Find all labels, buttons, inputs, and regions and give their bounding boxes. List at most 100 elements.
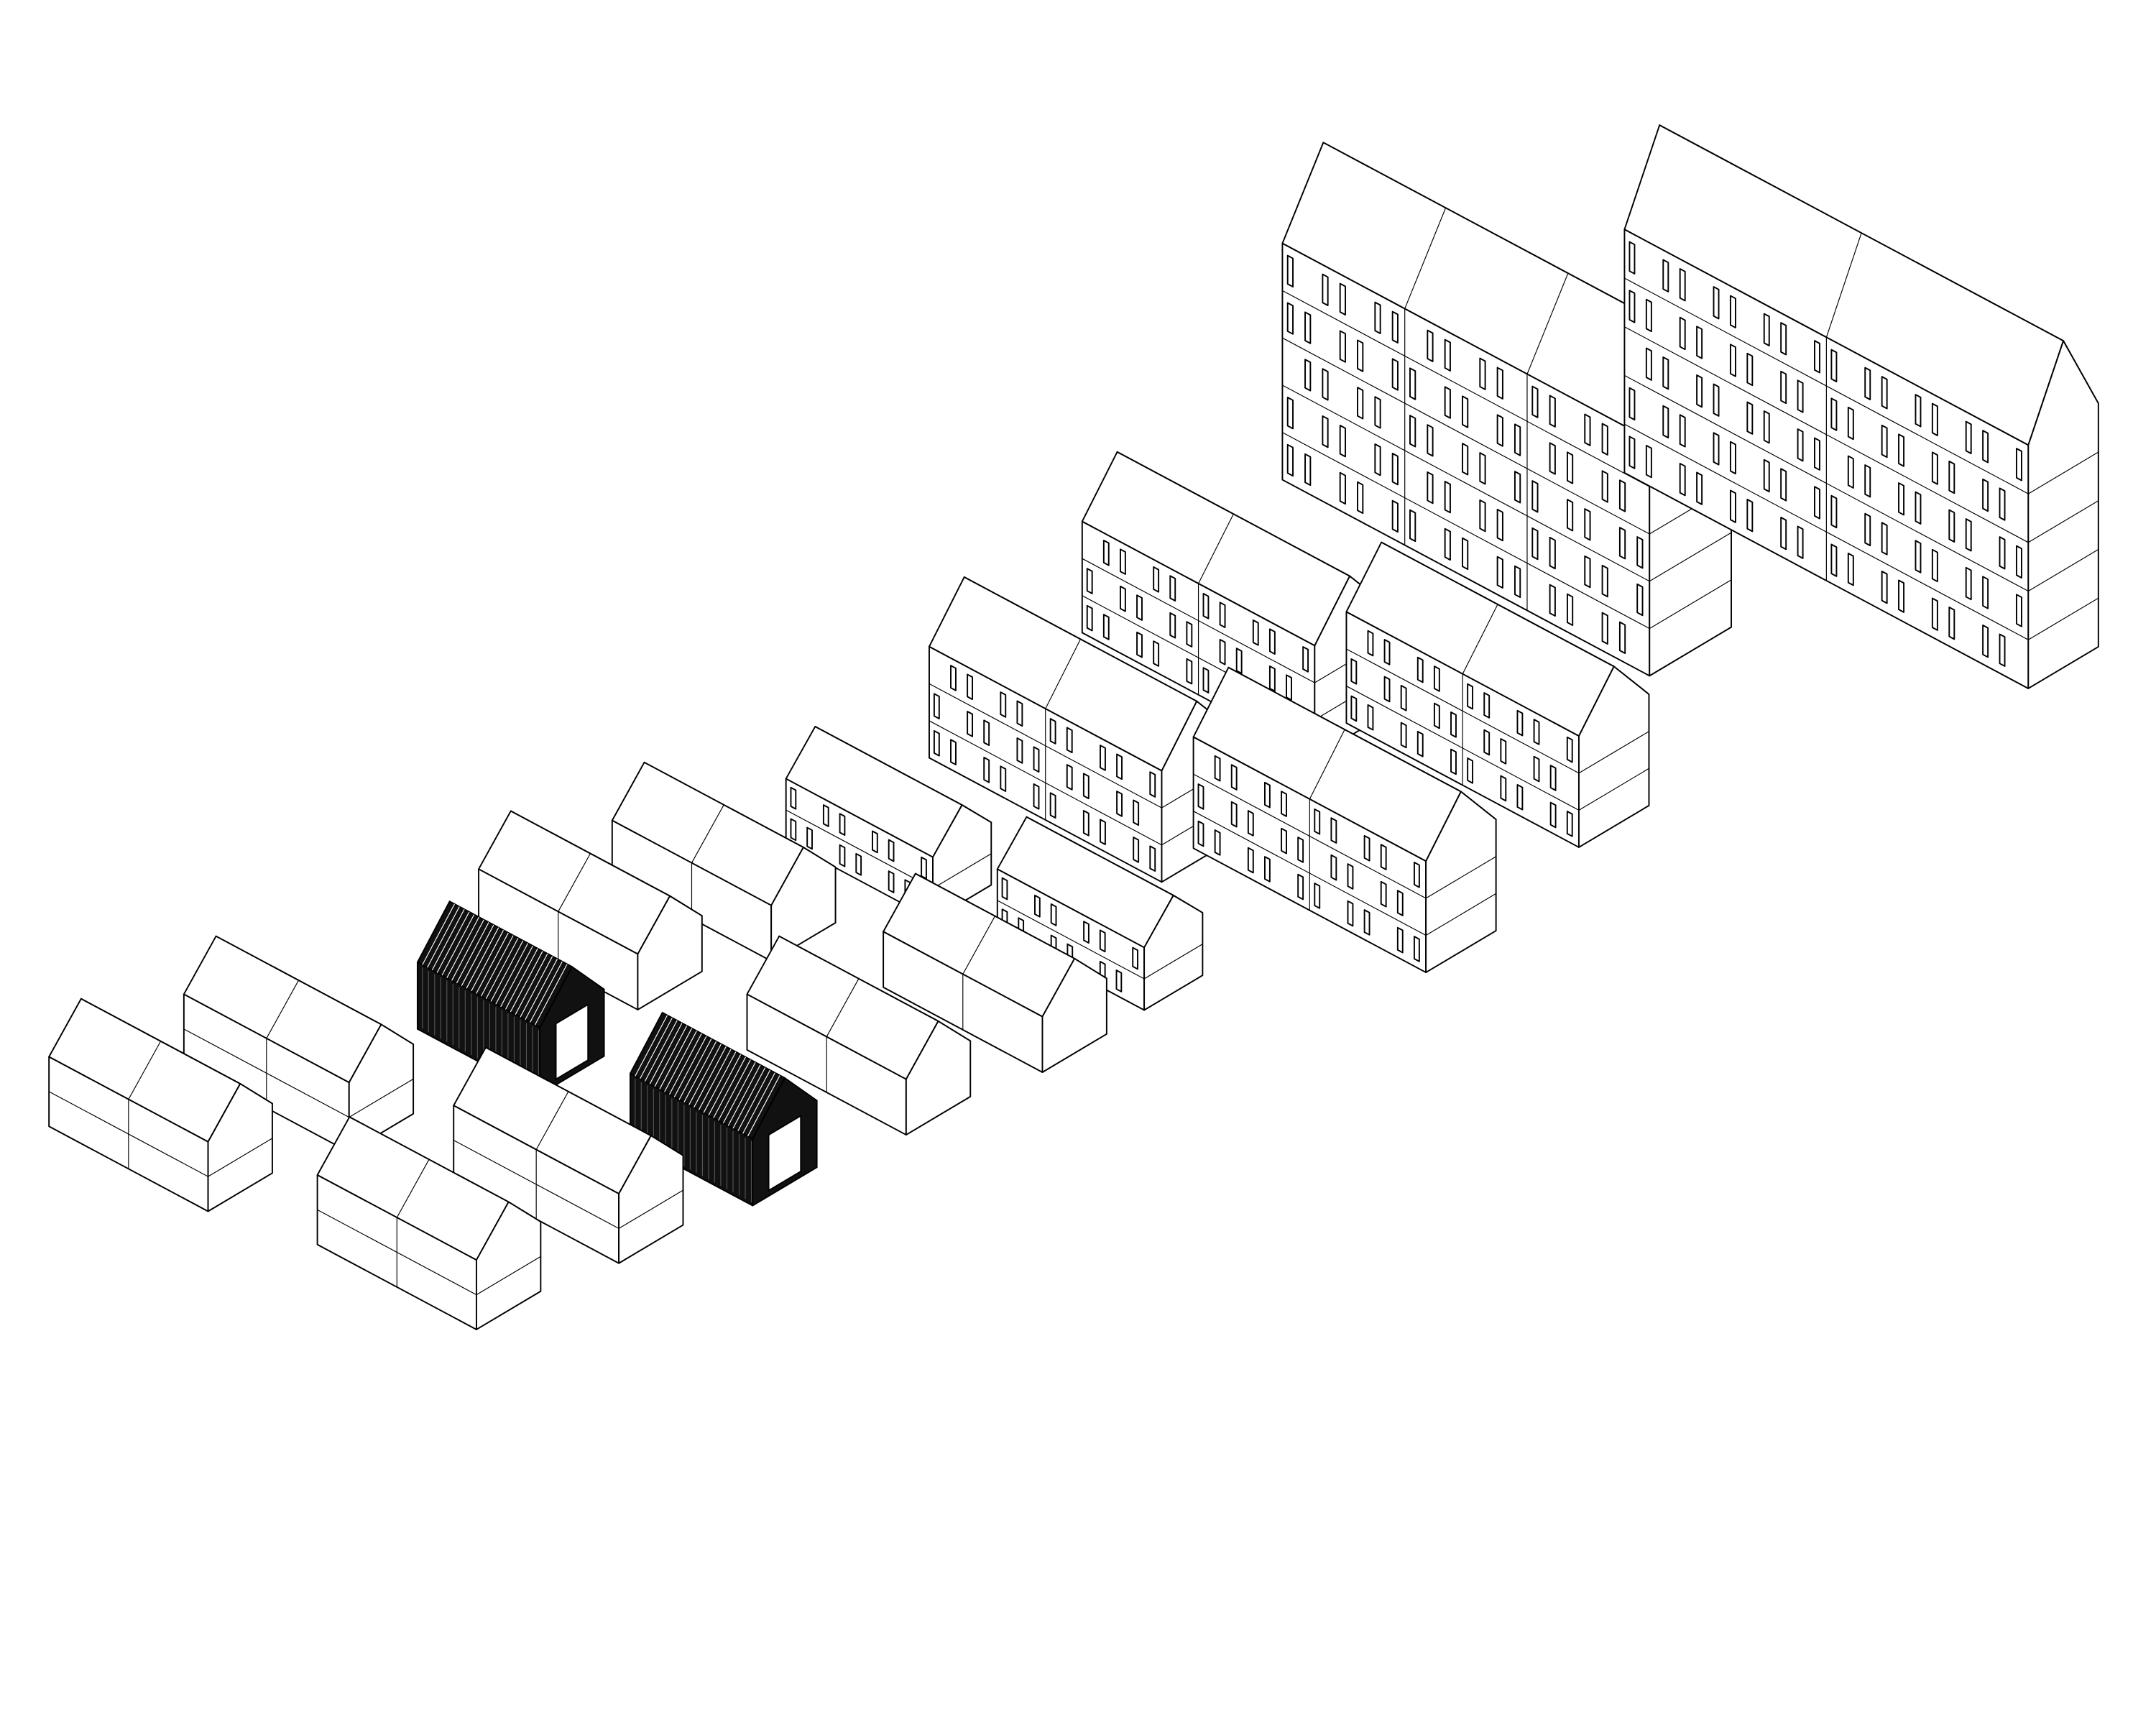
roof-batten bbox=[654, 1026, 688, 1087]
window bbox=[1662, 259, 1669, 292]
window bbox=[1566, 451, 1574, 484]
window bbox=[1330, 817, 1337, 844]
floor-line bbox=[2028, 500, 2099, 543]
window bbox=[1549, 801, 1557, 829]
window bbox=[1496, 367, 1503, 400]
window bbox=[839, 813, 846, 836]
window bbox=[1322, 415, 1329, 448]
floor-line bbox=[929, 720, 1162, 846]
window bbox=[1100, 745, 1106, 771]
window bbox=[1662, 356, 1669, 390]
roof-batten bbox=[525, 959, 558, 1021]
window bbox=[1119, 548, 1126, 575]
window bbox=[1297, 873, 1304, 900]
window bbox=[1915, 491, 1922, 525]
window bbox=[1679, 462, 1686, 497]
window bbox=[1915, 394, 1922, 428]
window bbox=[1713, 383, 1720, 417]
window bbox=[1500, 738, 1507, 765]
roof-batten bbox=[698, 1049, 732, 1110]
gable-end-wall bbox=[348, 1023, 415, 1153]
window bbox=[1965, 518, 1972, 552]
window bbox=[1286, 674, 1292, 701]
roof-batten bbox=[534, 964, 568, 1026]
roof-batten bbox=[708, 1054, 742, 1116]
window bbox=[1409, 509, 1416, 543]
window bbox=[1645, 444, 1652, 479]
window bbox=[1357, 339, 1364, 372]
window bbox=[1413, 862, 1420, 888]
window bbox=[1363, 909, 1370, 936]
window bbox=[1763, 459, 1770, 493]
window bbox=[1780, 370, 1787, 405]
window bbox=[1763, 410, 1770, 444]
floor-line bbox=[1143, 944, 1203, 980]
window bbox=[1584, 555, 1591, 589]
pavilion-house-2 bbox=[996, 816, 1204, 1011]
window bbox=[1479, 452, 1486, 485]
window bbox=[1780, 517, 1787, 551]
window bbox=[1427, 424, 1434, 457]
window bbox=[1286, 254, 1294, 288]
window bbox=[1086, 568, 1093, 594]
window bbox=[1082, 773, 1089, 800]
window bbox=[967, 711, 974, 737]
window bbox=[1531, 480, 1539, 513]
window bbox=[1514, 471, 1521, 504]
gable-house-j bbox=[883, 872, 1107, 1073]
two-storey-house-b bbox=[183, 935, 415, 1153]
window bbox=[1357, 387, 1364, 420]
gable-end-wall bbox=[637, 895, 703, 1010]
window bbox=[1549, 442, 1556, 475]
floor-line bbox=[1649, 579, 1732, 630]
floor-line bbox=[1193, 773, 1427, 899]
roof-batten bbox=[530, 961, 563, 1023]
floor-line bbox=[2028, 597, 2099, 640]
window bbox=[1729, 441, 1736, 475]
window bbox=[790, 818, 797, 842]
black-clad-house-2 bbox=[629, 1012, 818, 1207]
window bbox=[1281, 791, 1287, 817]
roof-batten bbox=[673, 1036, 707, 1097]
window bbox=[1982, 576, 1989, 609]
roof-divider bbox=[266, 980, 299, 1039]
roof-batten bbox=[693, 1046, 727, 1108]
floor-line bbox=[1282, 290, 1650, 487]
window bbox=[806, 826, 813, 850]
window bbox=[1948, 460, 1955, 494]
window bbox=[1628, 290, 1636, 323]
window bbox=[1304, 311, 1312, 344]
window bbox=[1000, 765, 1007, 792]
window bbox=[1357, 481, 1364, 515]
window bbox=[1100, 819, 1106, 845]
roof-batten bbox=[742, 1072, 775, 1134]
roof-batten bbox=[722, 1061, 756, 1124]
roof-batten bbox=[668, 1033, 702, 1095]
window bbox=[1467, 757, 1474, 784]
two-storey-house-d bbox=[453, 1046, 684, 1264]
floor-line bbox=[1624, 374, 2029, 592]
window bbox=[1830, 397, 1838, 431]
window bbox=[1086, 604, 1093, 632]
window bbox=[1034, 894, 1041, 918]
window bbox=[1948, 607, 1955, 640]
window bbox=[1881, 424, 1888, 459]
window bbox=[1427, 471, 1434, 505]
tall-block-right bbox=[1623, 124, 2099, 689]
window bbox=[1444, 338, 1451, 372]
window bbox=[983, 719, 990, 747]
window bbox=[1286, 443, 1294, 477]
window bbox=[1601, 470, 1608, 503]
window bbox=[1302, 646, 1309, 673]
window bbox=[1380, 844, 1387, 870]
window bbox=[1566, 811, 1573, 837]
gable-house-i bbox=[746, 935, 972, 1136]
roof-divider bbox=[1309, 729, 1345, 800]
window bbox=[1713, 286, 1720, 320]
window bbox=[1645, 347, 1652, 381]
window bbox=[950, 739, 957, 765]
floor-line bbox=[453, 1140, 619, 1229]
window bbox=[1618, 479, 1626, 512]
window bbox=[1149, 845, 1156, 872]
